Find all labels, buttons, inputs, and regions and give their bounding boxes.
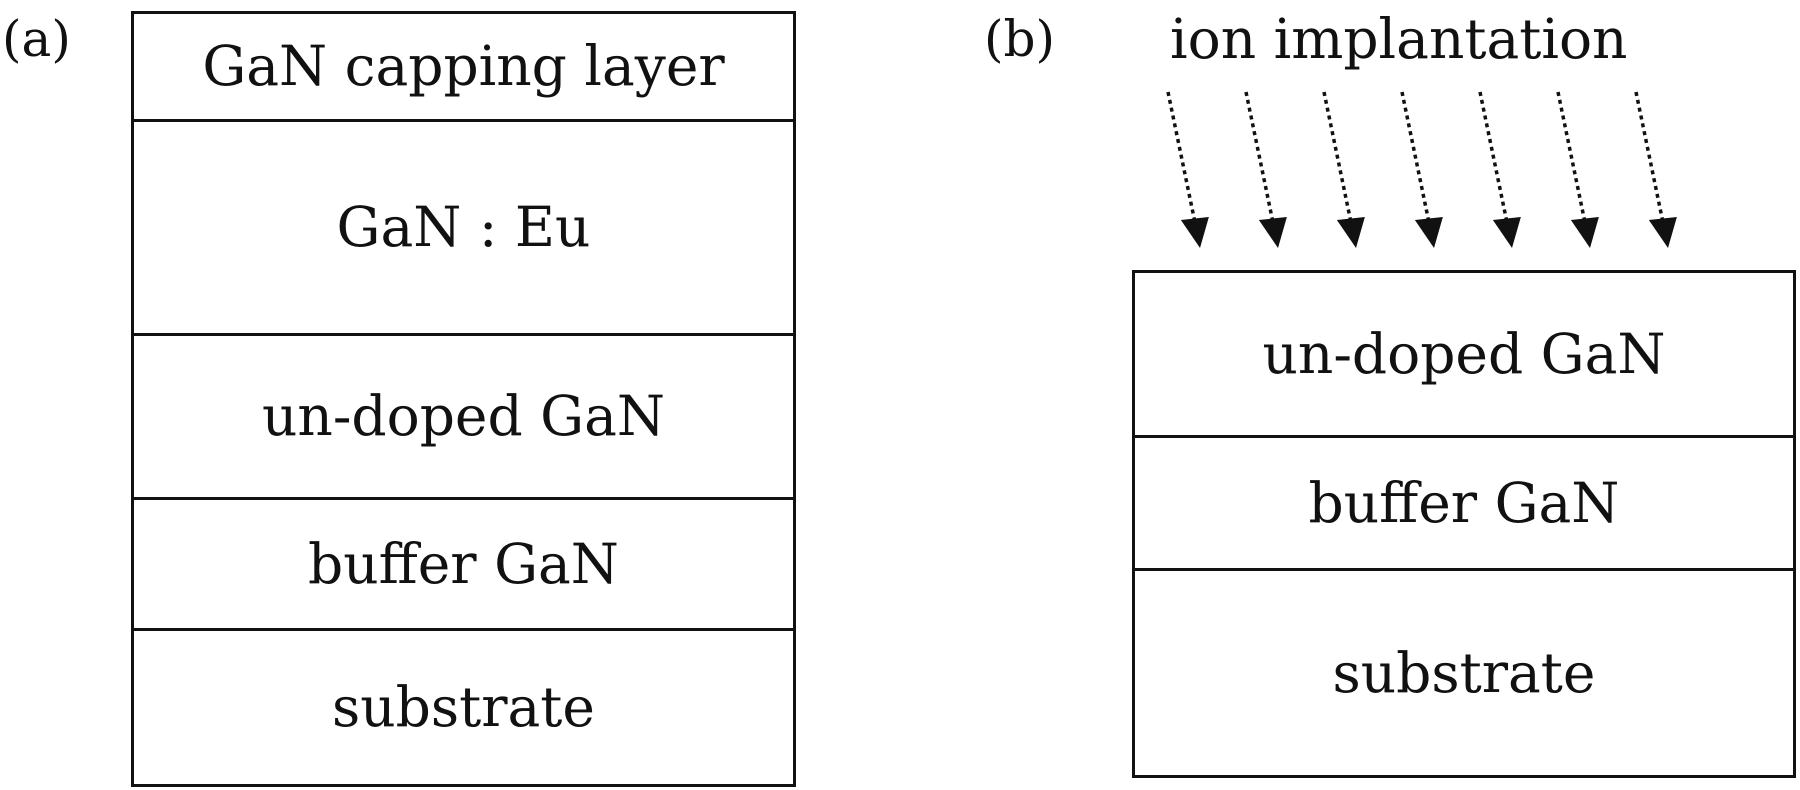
- layer-stack-a: GaN capping layer GaN : Eu un-doped GaN …: [131, 11, 796, 787]
- layer-gan-eu: GaN : Eu: [134, 122, 793, 336]
- layer-substrate: substrate: [1332, 640, 1596, 705]
- implant-arrow: [1556, 91, 1599, 248]
- ion-implantation-label: ion implantation: [1170, 7, 1628, 71]
- layer-substrate: substrate: [332, 675, 595, 739]
- layer-stack-b: un-doped GaN buffer GaN substrate: [1132, 270, 1796, 778]
- panel-b-label: (b): [984, 10, 1056, 68]
- implant-arrow: [1634, 91, 1677, 248]
- panel-a-label: (a): [2, 10, 71, 68]
- layer-buffer-gan: buffer GaN: [134, 500, 793, 631]
- layer-undoped-gan: un-doped GaN: [134, 336, 793, 500]
- implant-arrow: [1322, 91, 1365, 248]
- layer-buffer-gan: buffer GaN: [1135, 438, 1793, 571]
- implant-arrow: [1400, 91, 1443, 248]
- implant-arrow: [1478, 91, 1521, 248]
- layer-gan-capping: GaN capping layer: [134, 14, 793, 122]
- implant-arrow: [1244, 91, 1287, 248]
- layer-undoped-gan: un-doped GaN: [1135, 273, 1793, 438]
- implant-arrow: [1166, 91, 1209, 248]
